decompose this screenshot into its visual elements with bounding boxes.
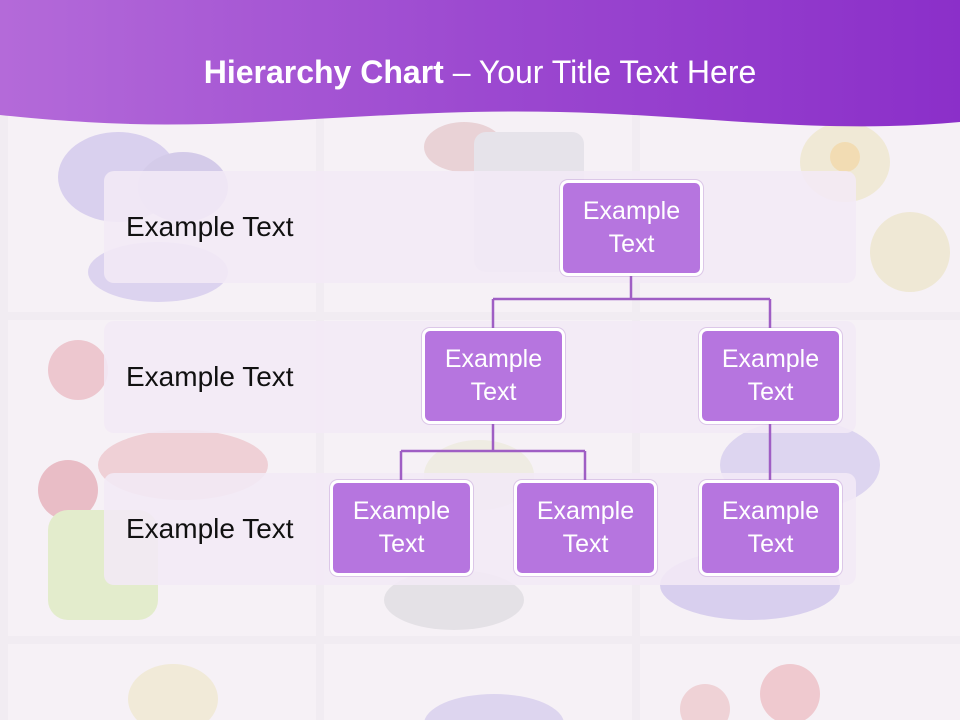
photo-tile xyxy=(324,644,632,720)
title-rest: Your Title Text Here xyxy=(478,54,757,90)
photo-tile xyxy=(8,644,316,720)
level-band-1: Example Text xyxy=(104,171,856,283)
level-label-2: Example Text xyxy=(126,361,294,392)
photo-tile xyxy=(640,644,960,720)
title-bold: Hierarchy Chart xyxy=(203,54,444,90)
header-banner xyxy=(0,0,960,127)
level-label-1: Example Text xyxy=(126,211,294,242)
title-dash: – xyxy=(443,54,479,90)
level-label-3: Example Text xyxy=(126,513,294,544)
slide-title: Hierarchy Chart – Your Title Text Here xyxy=(0,54,960,91)
